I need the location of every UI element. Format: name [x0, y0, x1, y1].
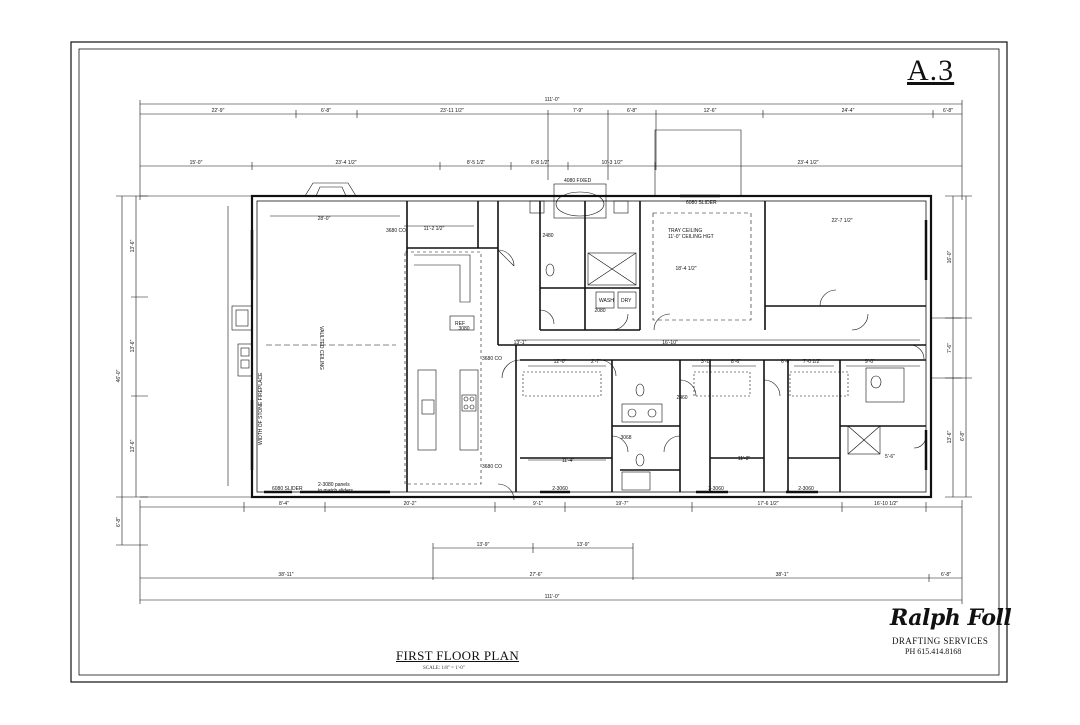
interior-dimension: 18'-4 1/2": [675, 266, 696, 272]
left-dimension: 13'-6": [130, 339, 136, 352]
top-dimension: 6'-8": [321, 108, 331, 114]
tray-height-note: 11'-0" CEILING HGT: [668, 234, 714, 240]
top-dimension: 6'-8 1/2": [531, 160, 550, 166]
overall-bottom-dimension: 111'-0": [545, 594, 560, 600]
left-dimension: 13'-6": [130, 239, 136, 252]
top-dimension: 23'-4 1/2": [335, 160, 356, 166]
interior-dimension: 6'-6": [781, 359, 791, 365]
ref-label: REF: [455, 321, 465, 327]
interior-dimension: 3068: [620, 435, 631, 441]
cased-opening-2: 3680 CO: [482, 356, 502, 362]
interior-dimension: 12'-0": [554, 359, 567, 365]
interior-dimension: 28'-0": [318, 216, 331, 222]
exterior-walls: [250, 194, 933, 499]
left-dimension: 6'-8": [116, 517, 122, 527]
top-dimension: 8'-5 1/2": [467, 160, 486, 166]
interior-dimension: 2460: [676, 395, 687, 401]
right-dimension: 7'-6": [947, 343, 953, 353]
interior-dimension: 2-3060: [552, 486, 568, 492]
firm-phone: PH 615.414.8168: [905, 647, 962, 656]
right-dimension: 6'-8": [960, 431, 966, 441]
interior-dimension: 2480: [542, 233, 553, 239]
interior-dimension: 11'-3": [738, 456, 751, 462]
bottom-dimension: 13'-9": [477, 542, 490, 548]
top-dimension: 6'-8": [627, 108, 637, 114]
dimension-text-group: 111'-0" 22'-9" 6'-8" 23'-11 1/2" 7'-9" 6'-8" 1…: [116, 97, 966, 600]
top-dimension: 24'-4": [842, 108, 855, 114]
interior-dimension: 2'-7": [591, 359, 601, 365]
plan-scale: SCALE: 1/8" = 1'-0": [423, 666, 465, 671]
right-dimension: 16'-0": [947, 250, 953, 263]
plan-title: FIRST FLOOR PLAN: [396, 648, 520, 663]
top-dimension: 10'-3 1/2": [601, 160, 622, 166]
detail-lines: [227, 182, 928, 501]
stone-fireplace-note: WIDTH OF STONE FIREPLACE: [258, 372, 264, 445]
interior-dimension: 22'-7 1/2": [831, 218, 852, 224]
right-dimension: 13'-6": [947, 430, 953, 443]
interior-dimension: 3'-1": [701, 359, 711, 365]
left-dimension: 46'-0": [116, 369, 122, 382]
dry-label: DRY: [621, 298, 632, 304]
wash-label: WASH: [599, 298, 614, 304]
slider-left-note: 6080 SLIDER: [272, 486, 303, 492]
cased-opening-3: 3680 CO: [482, 464, 502, 470]
bottom-dimension: 20'-2": [404, 501, 417, 507]
top-dimension: 6'-8": [943, 108, 953, 114]
bottom-dimension: 9'-1": [533, 501, 543, 507]
bottom-dimension: 27'-6": [530, 572, 543, 578]
top-dimension: 22'-9": [212, 108, 225, 114]
top-dimension: 7'-9": [573, 108, 583, 114]
bottom-dimension: 38'-1": [776, 572, 789, 578]
interior-dimension: 11'-2 1/2": [424, 226, 445, 232]
interior-dimension: 8'-6": [731, 359, 741, 365]
vaulted-ceiling-note: VAULTED CEILING: [318, 326, 324, 370]
interior-dimension: 2-3060: [708, 486, 724, 492]
fixed-window-note: 4080 FIXED: [564, 178, 592, 184]
bottom-dimension: 17'-6 1/2": [757, 501, 778, 507]
interior-dimension: 11'-4": [562, 458, 575, 464]
top-dimension: 23'-11 1/2": [440, 108, 464, 114]
top-dimension: 23'-4 1/2": [797, 160, 818, 166]
dimension-lines: [116, 100, 972, 604]
room-notes: VAULTED CEILING TRAY CEILING 11'-0" CEIL…: [258, 178, 717, 494]
bottom-dimension: 16'-10 1/2": [874, 501, 898, 507]
inner-border: [78, 48, 1000, 676]
bottom-dimension: 38'-11": [278, 572, 293, 578]
interior-dimension: 7'-0 1/2": [803, 359, 822, 365]
panels-note: 2-3080 panels: [318, 482, 350, 488]
cased-opening-1: 3680 CO: [386, 228, 406, 234]
slider-top-note: 6080 SLIDER: [686, 200, 717, 206]
bottom-dimension: 19'-7": [616, 501, 629, 507]
firm-subtitle: DRAFTING SERVICES: [892, 636, 989, 646]
interior-dimension: 2080: [594, 308, 605, 314]
interior-dimension: 16'-10": [662, 340, 678, 346]
interior-dimension: 13'-1": [514, 340, 527, 346]
interior-dimension: 3080: [458, 326, 469, 332]
bottom-dimension: 13'-9": [577, 542, 590, 548]
left-dimension: 13'-6": [130, 439, 136, 452]
interior-dimension: 9'-0": [865, 359, 875, 365]
outer-border: [70, 41, 1008, 683]
sheet-number: A.3: [907, 54, 955, 87]
interior-dimension: 2-3060: [798, 486, 814, 492]
top-dimension: 15'-0": [190, 160, 203, 166]
interior-dimension: 5'-6": [885, 454, 895, 460]
bottom-dimension: 6'-8": [941, 572, 951, 578]
panels-note-2: to match sliders: [318, 488, 354, 494]
overall-top-dimension: 111'-0": [545, 97, 560, 103]
tray-ceiling-note: TRAY CEILING: [668, 228, 702, 234]
interior-walls: [406, 201, 926, 492]
bottom-dimension: 8'-4": [279, 501, 289, 507]
firm-name-signature: Ralph Foll: [890, 605, 1012, 631]
top-dimension: 12'-6": [704, 108, 717, 114]
